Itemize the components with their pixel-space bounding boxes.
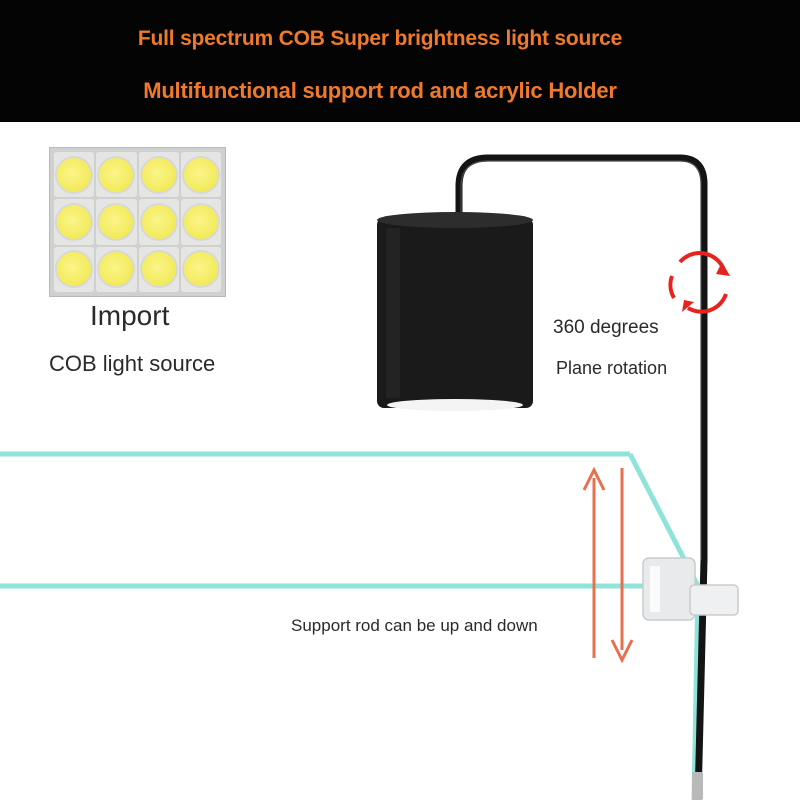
title-banner: Full spectrum COB Super brightness light… [0,0,800,122]
led-chip-icon [99,157,134,192]
rotation-degrees-label: 360 degrees [553,317,659,338]
cob-chip-cell [54,199,95,245]
plane-rotation-label: Plane rotation [556,358,668,378]
led-chip-icon [57,204,92,239]
import-label: Import [90,300,170,331]
rotation-arrows-icon [668,251,730,314]
cob-chip-cell [180,246,221,292]
acrylic-holder [642,557,739,621]
led-chip-icon [57,252,92,287]
led-chip-icon [183,252,218,287]
led-chip-icon [99,204,134,239]
cob-chip-cell [54,246,95,292]
cob-chip-cell [96,246,137,292]
led-chip-icon [141,252,176,287]
cob-chip-cell [54,152,95,198]
cob-chip-cell [138,246,179,292]
cob-chip-cell [180,199,221,245]
cob-chip-cell [96,199,137,245]
rod-tip [692,772,703,800]
led-chip-icon [99,252,134,287]
banner-headline: Full spectrum COB Super brightness light… [137,27,623,50]
cob-chip-cell [96,152,137,198]
lamp-head [377,212,533,411]
lamp-glow [387,399,523,411]
led-chip-icon [141,204,176,239]
cob-chip-panel [49,147,226,297]
led-chip-icon [183,204,218,239]
cob-chip-cell [138,199,179,245]
rod-adjust-label: Support rod can be up and down [291,616,538,635]
up-down-arrows-icon [582,466,634,664]
cob-source-label: COB light source [49,351,216,376]
banner-subheadline: Multifunctional support rod and acrylic … [143,78,617,103]
cob-chip-cell [138,152,179,198]
led-chip-icon [183,157,218,192]
cob-chip-grid [54,152,221,292]
led-chip-icon [141,157,176,192]
led-chip-icon [57,157,92,192]
support-rod [455,154,708,800]
cob-chip-cell [180,152,221,198]
